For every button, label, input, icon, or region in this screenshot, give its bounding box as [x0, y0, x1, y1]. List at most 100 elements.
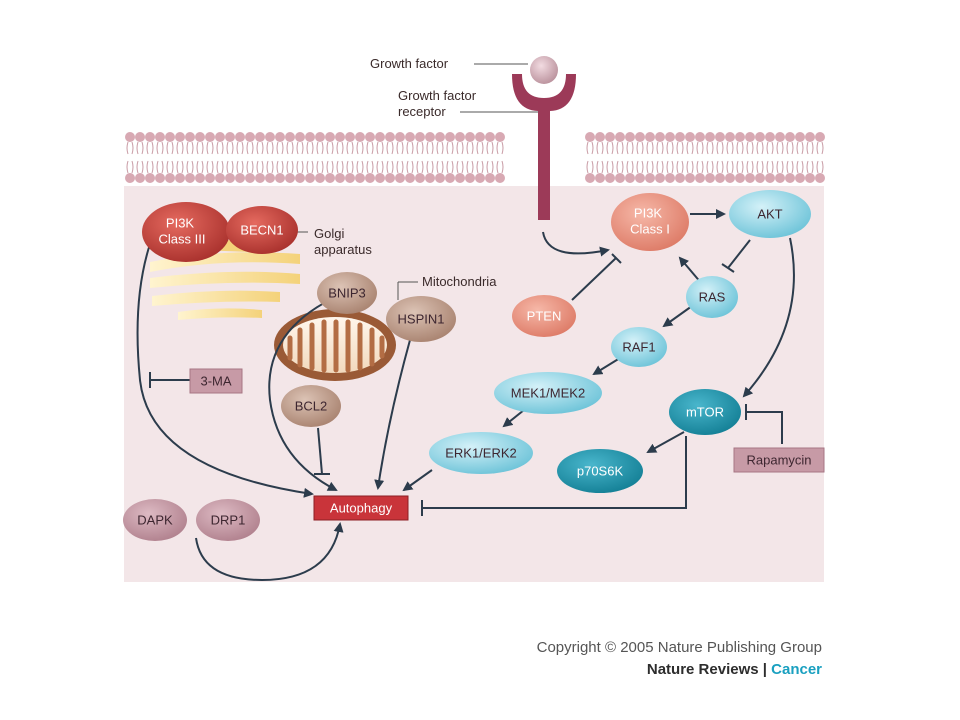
svg-text:BNIP3: BNIP3 — [328, 285, 366, 300]
lipid-head — [635, 132, 645, 142]
lipid-head — [595, 132, 605, 142]
lipid-head — [125, 173, 135, 183]
lipid-head — [805, 132, 815, 142]
lipid-head — [485, 173, 495, 183]
mitochondrion — [274, 309, 396, 381]
lipid-head — [455, 173, 465, 183]
lipid-head — [245, 173, 255, 183]
lipid-head — [185, 173, 195, 183]
node-erk1-erk2: ERK1/ERK2 — [429, 432, 533, 474]
lipid-head — [265, 132, 275, 142]
node-pi3k-class-i: PI3K Class I — [611, 193, 689, 251]
lipid-head — [765, 173, 775, 183]
node-becn1: BECN1 — [226, 206, 298, 254]
lipid-head — [655, 173, 665, 183]
lipid-head — [255, 132, 265, 142]
lipid-head — [745, 173, 755, 183]
lipid-head — [285, 132, 295, 142]
lipid-head — [435, 132, 445, 142]
lipid-head — [385, 132, 395, 142]
growth-factor-ligand — [530, 56, 558, 84]
lipid-head — [195, 132, 205, 142]
lipid-head — [725, 173, 735, 183]
lipid-head — [195, 173, 205, 183]
lipid-head — [225, 132, 235, 142]
lipid-head — [755, 132, 765, 142]
lipid-head — [225, 173, 235, 183]
svg-text:DRP1: DRP1 — [211, 512, 246, 527]
svg-text:Class III: Class III — [159, 231, 206, 246]
lipid-head — [675, 173, 685, 183]
lipid-head — [445, 173, 455, 183]
lipid-head — [145, 173, 155, 183]
svg-text:BCL2: BCL2 — [295, 398, 328, 413]
lipid-head — [675, 132, 685, 142]
lipid-head — [685, 173, 695, 183]
lipid-head — [755, 173, 765, 183]
lipid-head — [795, 173, 805, 183]
lipid-head — [165, 132, 175, 142]
lipid-head — [585, 132, 595, 142]
lipid-head — [705, 132, 715, 142]
lipid-head — [315, 132, 325, 142]
lipid-head — [165, 173, 175, 183]
lipid-head — [435, 173, 445, 183]
lipid-head — [335, 132, 345, 142]
lipid-head — [795, 132, 805, 142]
lipid-head — [605, 173, 615, 183]
lipid-head — [425, 132, 435, 142]
brand-journal: Nature Reviews — [646, 661, 759, 678]
node-p70s6k: p70S6K — [557, 449, 643, 493]
lipid-head — [495, 173, 505, 183]
lipid-head — [805, 173, 815, 183]
node-raf1: RAF1 — [611, 327, 667, 367]
lipid-head — [315, 173, 325, 183]
lipid-head — [345, 173, 355, 183]
receptor-label-line1: Growth factor — [398, 88, 477, 103]
svg-text:RAF1: RAF1 — [622, 339, 655, 354]
lipid-head — [415, 173, 425, 183]
svg-text:3-MA: 3-MA — [200, 373, 231, 388]
svg-text:p70S6K: p70S6K — [577, 463, 624, 478]
lipid-head — [395, 173, 405, 183]
lipid-head — [775, 173, 785, 183]
brand-separator: | — [758, 661, 772, 678]
lipid-head — [685, 132, 695, 142]
lipid-head — [615, 173, 625, 183]
lipid-head — [385, 173, 395, 183]
lipid-head — [235, 132, 245, 142]
lipid-head — [135, 173, 145, 183]
lipid-head — [235, 173, 245, 183]
node-akt: AKT — [729, 190, 811, 238]
lipid-head — [135, 132, 145, 142]
node-pi3k-class-iii: PI3K Class III — [142, 202, 230, 262]
golgi-label-line1: Golgi — [314, 226, 344, 241]
svg-text:mTOR: mTOR — [686, 404, 724, 419]
lipid-head — [415, 132, 425, 142]
lipid-head — [205, 173, 215, 183]
lipid-head — [665, 173, 675, 183]
lipid-head — [625, 132, 635, 142]
lipid-head — [275, 173, 285, 183]
lipid-head — [155, 132, 165, 142]
lipid-head — [155, 173, 165, 183]
lipid-head — [815, 132, 825, 142]
lipid-head — [365, 132, 375, 142]
lipid-head — [605, 132, 615, 142]
lipid-head — [475, 132, 485, 142]
lipid-head — [815, 173, 825, 183]
lipid-head — [635, 173, 645, 183]
lipid-head — [715, 173, 725, 183]
lipid-head — [485, 132, 495, 142]
lipid-head — [405, 173, 415, 183]
lipid-head — [295, 132, 305, 142]
svg-text:RAS: RAS — [699, 289, 726, 304]
lipid-head — [365, 173, 375, 183]
lipid-head — [355, 132, 365, 142]
lipid-head — [375, 132, 385, 142]
lipid-head — [695, 173, 705, 183]
svg-text:AKT: AKT — [757, 206, 782, 221]
svg-text:Rapamycin: Rapamycin — [746, 452, 811, 467]
lipid-head — [455, 132, 465, 142]
